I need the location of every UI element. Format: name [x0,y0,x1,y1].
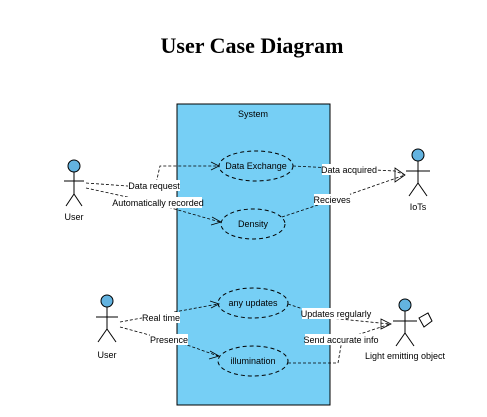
actor-light-label: Light emitting object [365,351,446,361]
usecase-any-updates: any updates [217,287,289,319]
diagram-title: User Case Diagram [161,33,344,58]
edge-recieves-label: Recieves [313,195,351,205]
actor-user-bottom: User [96,294,118,360]
usecase-illumination-label: illumination [230,356,275,366]
light-emitter-icon [418,312,433,328]
edge-data-acquired-label: Data acquired [321,165,377,175]
usecase-illumination: illumination [217,345,289,377]
edge-updates-regularly: Updates regularly [287,303,392,330]
actor-light-emitting-object: Light emitting object [365,298,446,361]
edge-presence: Presence [119,326,221,360]
edge-data-request: Data request [85,161,220,191]
edge-send-accurate-info: Send accurate info [288,323,391,364]
edge-recieves: Recieves [281,174,406,218]
actor-iots-label: IoTs [410,202,427,212]
edge-data-request-label: Data request [128,181,180,191]
actor-iots: IoTs [406,148,430,212]
usecase-data-exchange: Data Exchange [218,150,294,182]
usecase-data-exchange-label: Data Exchange [225,161,287,171]
usecase-any-updates-label: any updates [228,298,278,308]
edge-automatically-recorded-label: Automatically recorded [112,198,204,208]
system-label: System [238,109,268,119]
edge-automatically-recorded: Automatically recorded [85,187,223,226]
edge-data-acquired: Data acquired [292,164,406,183]
usecase-density-label: Density [238,219,269,229]
edge-send-accurate-info-label: Send accurate info [303,335,378,345]
actor-user-top-label: User [64,212,83,222]
edge-real-time-label: Real time [142,313,180,323]
edge-real-time: Real time [119,300,221,323]
usecase-density: Density [220,208,286,240]
actor-user-top: User [64,159,84,222]
edge-presence-label: Presence [150,335,188,345]
actor-user-bottom-label: User [97,350,116,360]
edge-updates-regularly-label: Updates regularly [301,309,372,319]
